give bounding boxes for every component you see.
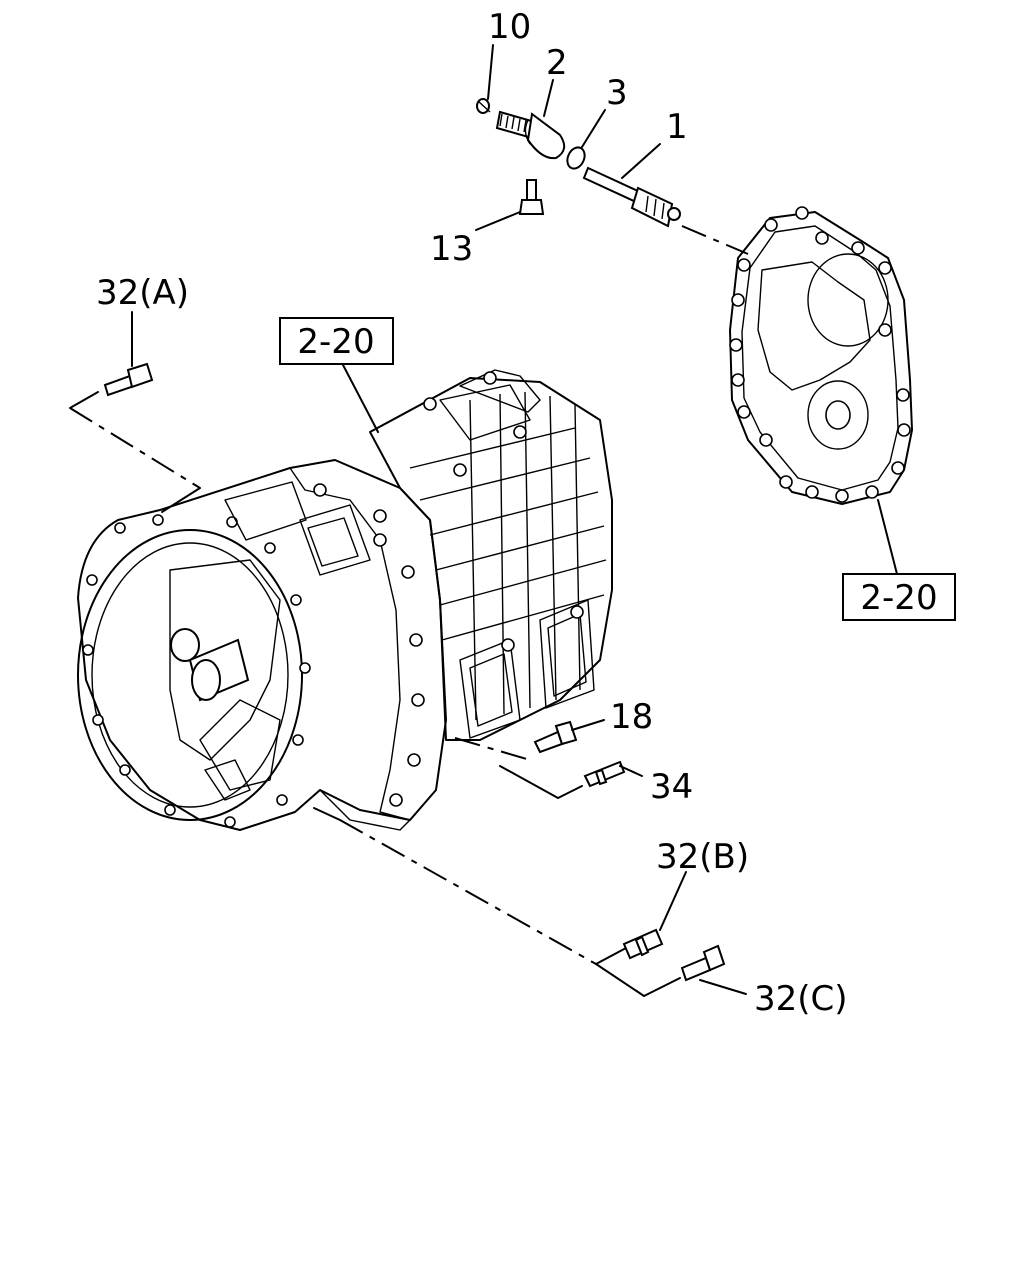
case-ribs (409, 391, 607, 721)
transmission-case (77, 369, 613, 831)
reference-box-right[interactable]: 2-20 (842, 573, 956, 621)
callout-3: 3 (606, 73, 628, 113)
rear-cover-bolt-holes (729, 206, 911, 503)
bell-housing-bolt-holes (82, 514, 311, 828)
part-13-bolt (518, 179, 545, 215)
callout-32b: 32(B) (656, 837, 749, 877)
part-3-o-ring (566, 146, 586, 170)
intermediate-flange-bolt-holes (313, 483, 425, 807)
bolt-18 (533, 720, 578, 754)
rear-cover (729, 206, 913, 575)
part-2-sensor-body (495, 110, 566, 160)
callout-10: 10 (488, 7, 531, 47)
input-shaft (170, 628, 250, 702)
reference-label-top: 2-20 (297, 322, 374, 362)
bolt-32c (680, 944, 726, 982)
bolt-32a (103, 362, 154, 397)
reference-box-top[interactable]: 2-20 (279, 317, 394, 365)
callout-32c: 32(C) (754, 979, 848, 1019)
callout-2: 2 (546, 43, 568, 83)
stud-32b (622, 928, 664, 960)
callout-13: 13 (430, 229, 473, 269)
leader-lines (69, 44, 747, 997)
callout-18: 18 (610, 697, 653, 737)
callout-34: 34 (650, 767, 693, 807)
callout-32a: 32(A) (96, 273, 189, 313)
stud-34 (583, 760, 626, 788)
speed-sensor-assembly (476, 98, 749, 255)
part-1-drive-shaft (582, 166, 681, 228)
part-10-nut (476, 98, 491, 114)
reference-label-right: 2-20 (860, 578, 937, 618)
callout-1: 1 (666, 107, 688, 147)
callout-labels: 10 2 3 1 13 32(A) 18 34 32(B) 32(C) (96, 7, 848, 1019)
